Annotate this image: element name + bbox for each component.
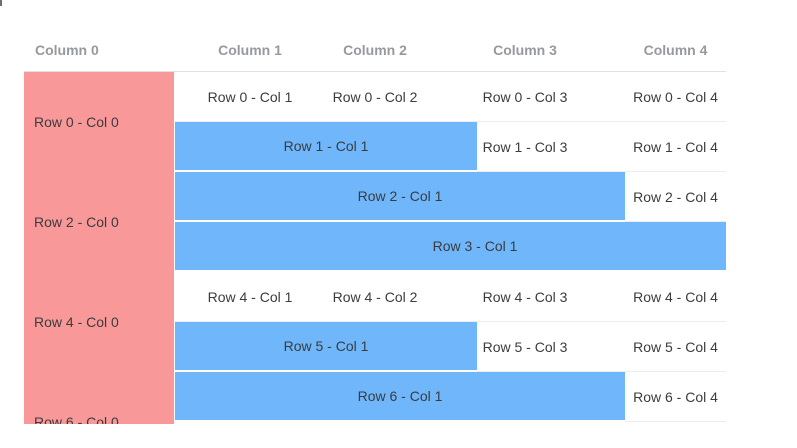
table-cell: Row 5 - Col 4 [625,322,726,372]
table-cell: Row 1 - Col 1 [175,122,477,172]
table-cell: Row 0 - Col 0 [24,72,175,172]
column-header: Column 2 [325,28,477,72]
table-cell: Row 4 - Col 1 [175,272,325,322]
table-cell: Row 4 - Col 2 [325,272,477,322]
table-cell: Row 0 - Col 1 [175,72,325,122]
table-cell: Row 0 - Col 4 [625,72,726,122]
table-cell: Row 2 - Col 0 [24,172,175,272]
corner-artifact [0,0,2,6]
table-cell: Row 5 - Col 1 [175,322,477,372]
table-cell: Row 4 - Col 3 [477,272,625,322]
table-cell: Row 2 - Col 1 [175,172,625,222]
table-cell: Row 6 - Col 4 [625,372,726,422]
column-header: Column 3 [477,28,625,72]
column-header: Column 0 [24,28,175,72]
table-cell: Row 5 - Col 3 [477,322,625,372]
table-cell: Row 4 - Col 4 [625,272,726,322]
table-cell: Row 1 - Col 3 [477,122,625,172]
table-cell: Row 3 - Col 1 [175,222,726,272]
table-cell: Row 0 - Col 2 [325,72,477,122]
column-header: Column 4 [625,28,726,72]
table-cell: Row 1 - Col 4 [625,122,726,172]
table-cell: Row 6 - Col 0 [24,372,175,424]
table-cell: Row 0 - Col 3 [477,72,625,122]
table-cell: Row 2 - Col 4 [625,172,726,222]
table-cell: Row 4 - Col 0 [24,272,175,372]
column-header: Column 1 [175,28,325,72]
table-cell: Row 6 - Col 1 [175,372,625,422]
